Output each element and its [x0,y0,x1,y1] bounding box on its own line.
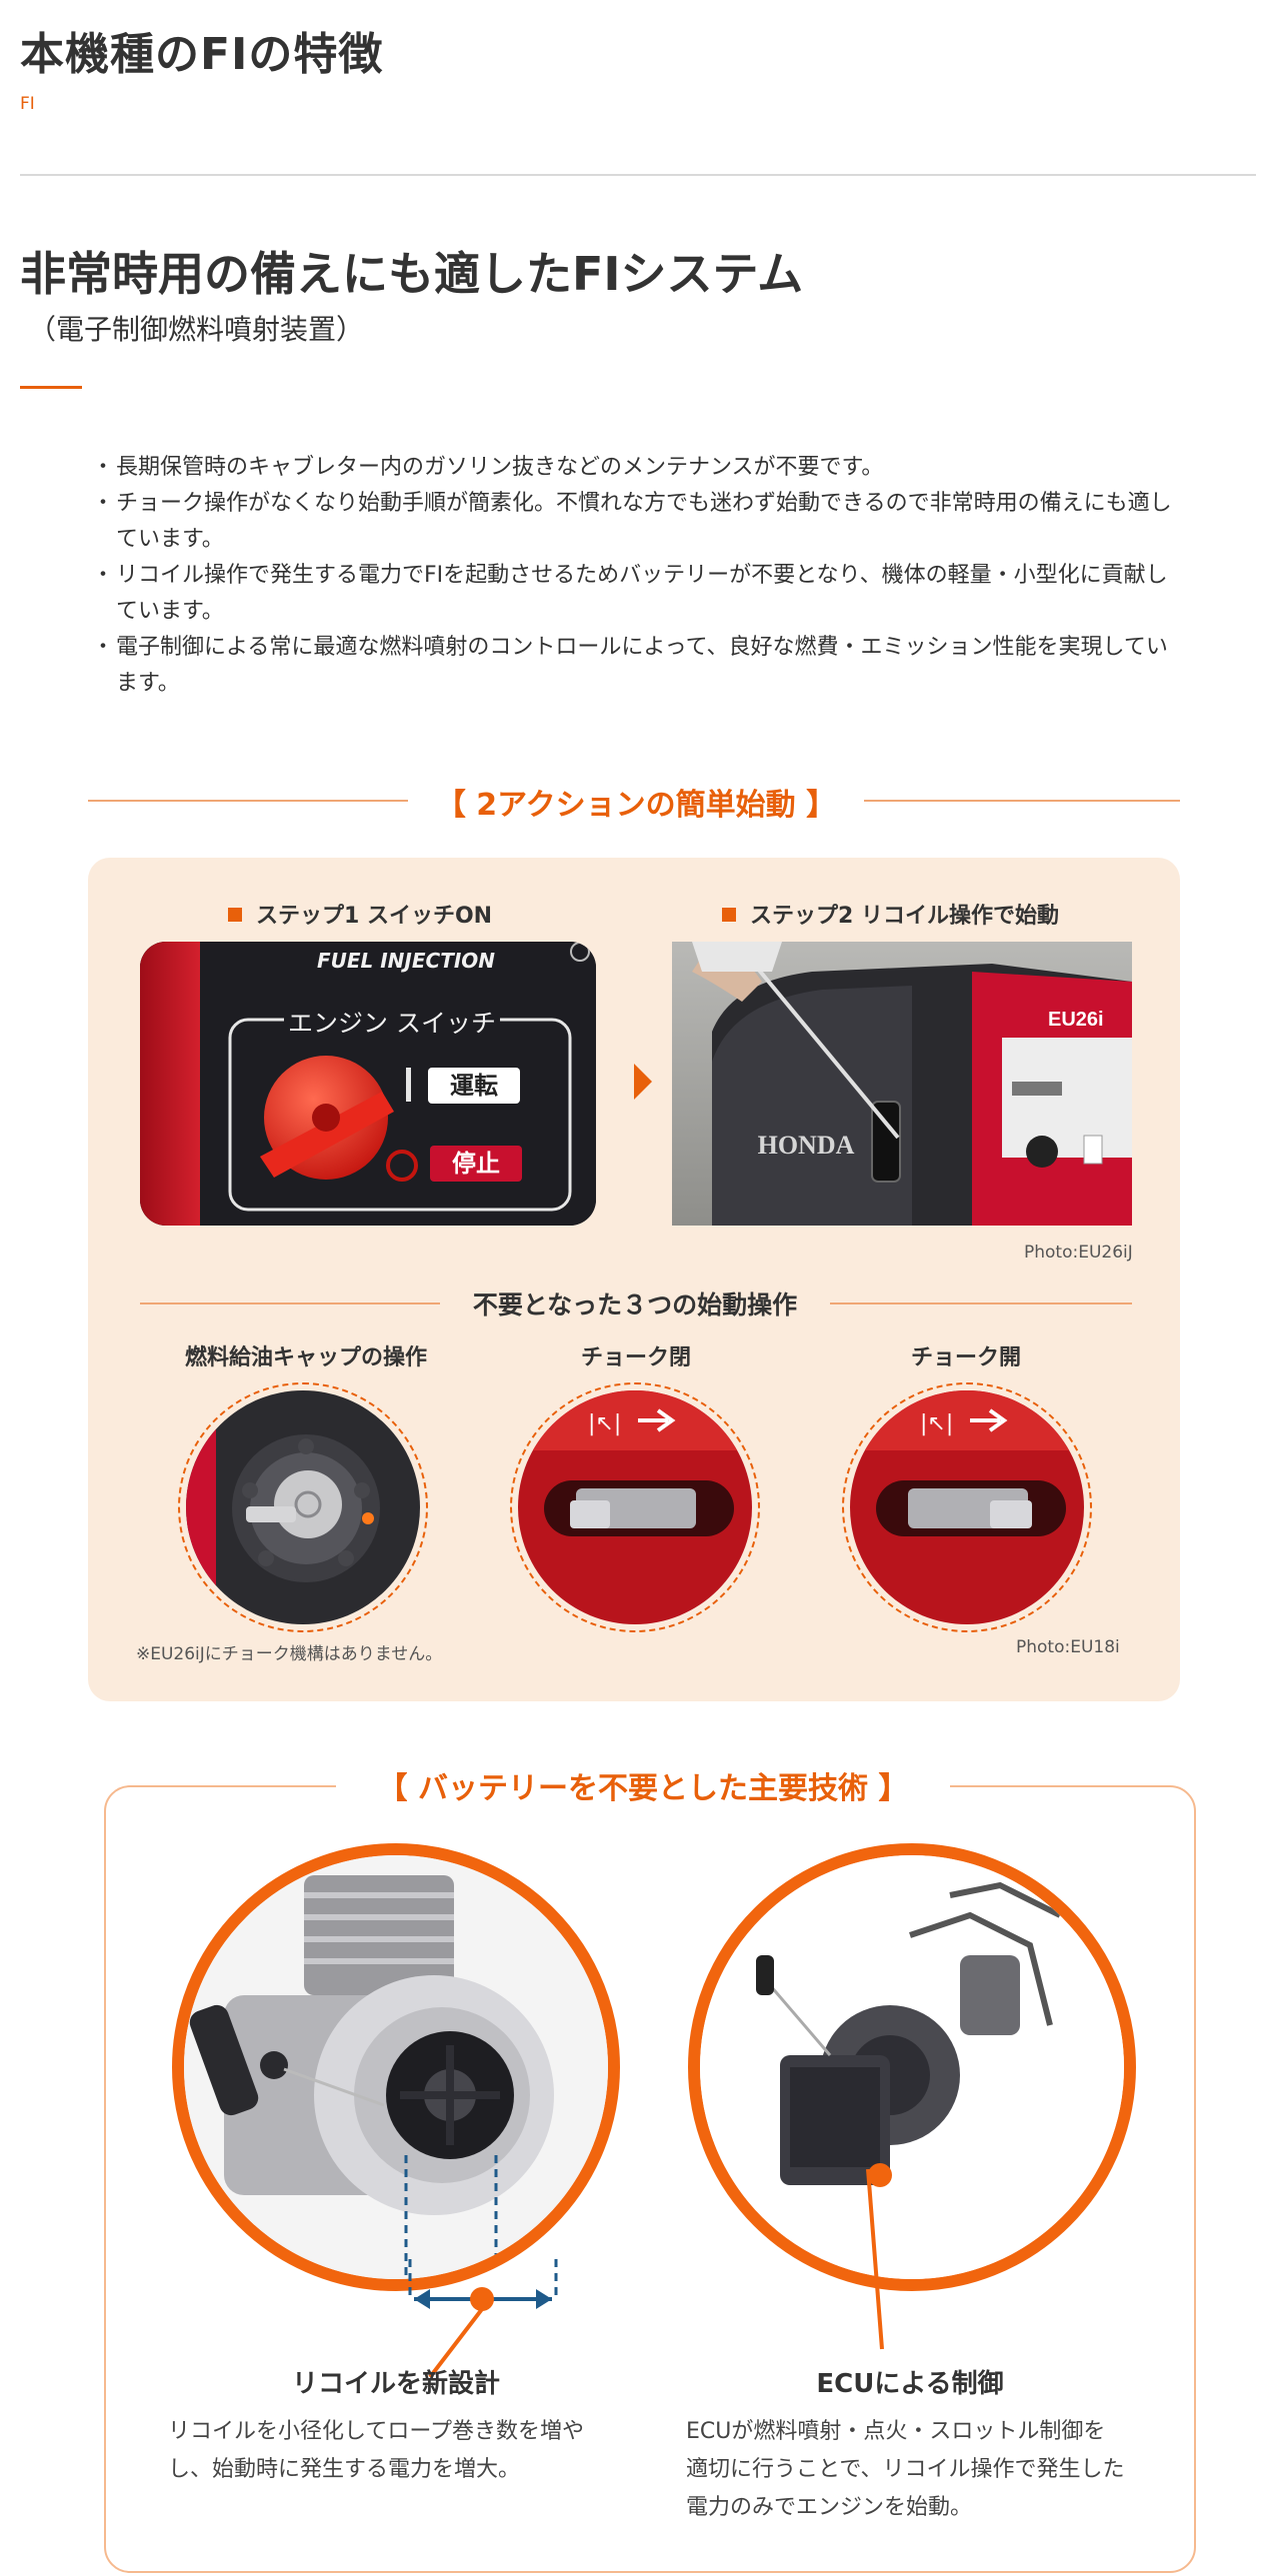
honda-logo: HONDA [758,1131,855,1160]
two-action-headline: 【 2アクションの簡単始動 】 [435,788,837,823]
headline-rule-left [88,800,408,802]
fuel-injection-label: FUEL INJECTION [317,949,495,973]
photo-caption: Photo:EU18i [1016,1637,1120,1657]
page-subtitle: FI [20,94,35,114]
arrow-right-icon [634,1064,652,1100]
headline-mask [336,1765,950,1805]
unneeded-ops-heading: 不要となった３つの始動操作 [472,1290,798,1319]
ecu-pointer-line [866,2169,884,2350]
ecu-title: ECUによる制御 [816,2369,1004,2399]
switch-on-label: 運転 [450,1072,498,1100]
op-label-fuel-cap: 燃料給油キャップの操作 [184,1345,427,1370]
step1-label: ステップ1 スイッチON [228,898,492,930]
feature-list: 長期保管時のキャブレター内のガソリン抜きなどのメンテナンスが不要です。 チョーク… [92,450,1176,702]
choke-open-photo: |↖| [842,1382,1092,1632]
engine-switch-photo: 運転 停止 FUEL INJECTION エンジン スイッチ [140,942,596,1226]
section-title: 非常時用の備えにも適したFIシステム [20,247,804,301]
step2-label: ステップ2 リコイル操作で始動 [722,898,1059,930]
recoil-dimension-marker [408,2259,558,2379]
choke-icon: |↖| [588,1411,621,1436]
divider [20,174,1256,176]
ecu-description: ECUが燃料噴射・点火・スロットル制御を適切に行うことで、リコイル操作で発生した… [686,2419,1125,2520]
subhead-rule-right [830,1302,1132,1304]
square-bullet-icon [722,908,736,922]
fuel-cap-photo [178,1382,428,1632]
list-item: 電子制御による常に最適な燃料噴射のコントロールによって、良好な燃費・エミッション… [92,630,1176,702]
op-label-choke-close: チョーク閉 [580,1345,691,1370]
subhead-rule-left [140,1302,440,1304]
recoil-photo [172,1843,620,2291]
choke-note: ※EU26iJにチョーク機構はありません。 [136,1644,443,1664]
battery-free-headline: 【 バッテリーを不要とした主要技術 】 [377,1771,909,1806]
list-item: チョーク操作がなくなり始動手順が簡素化。不慣れな方でも迷わず始動できるので非常時… [92,486,1176,558]
section-subtitle: （電子制御燃料噴射装置） [28,313,365,346]
page-title: 本機種のFIの特徴 [20,29,384,80]
choke-close-photo: |↖| [510,1382,760,1632]
photo-caption: Photo:EU26iJ [1024,1243,1133,1263]
op-label-choke-open: チョーク開 [910,1345,1021,1370]
model-label: EU26i [1048,1009,1104,1031]
list-item: 長期保管時のキャブレター内のガソリン抜きなどのメンテナンスが不要です。 [92,450,1176,486]
ecu-photo [688,1843,1136,2291]
engine-switch-label: エンジン スイッチ [288,1009,496,1038]
choke-icon: |↖| [920,1411,953,1436]
headline-rule-right [864,800,1180,802]
accent-bar [20,386,82,389]
list-item: リコイル操作で発生する電力でFIを起動させるためバッテリーが不要となり、機体の軽… [92,558,1176,630]
switch-off-label: 停止 [452,1150,500,1178]
recoil-description: リコイルを小径化してロープ巻き数を増やし、始動時に発生する電力を増大。 [168,2419,585,2482]
recoil-title: リコイルを新設計 [291,2369,500,2399]
recoil-start-photo: EU26i HONDA [672,942,1132,1226]
square-bullet-icon [228,908,242,922]
